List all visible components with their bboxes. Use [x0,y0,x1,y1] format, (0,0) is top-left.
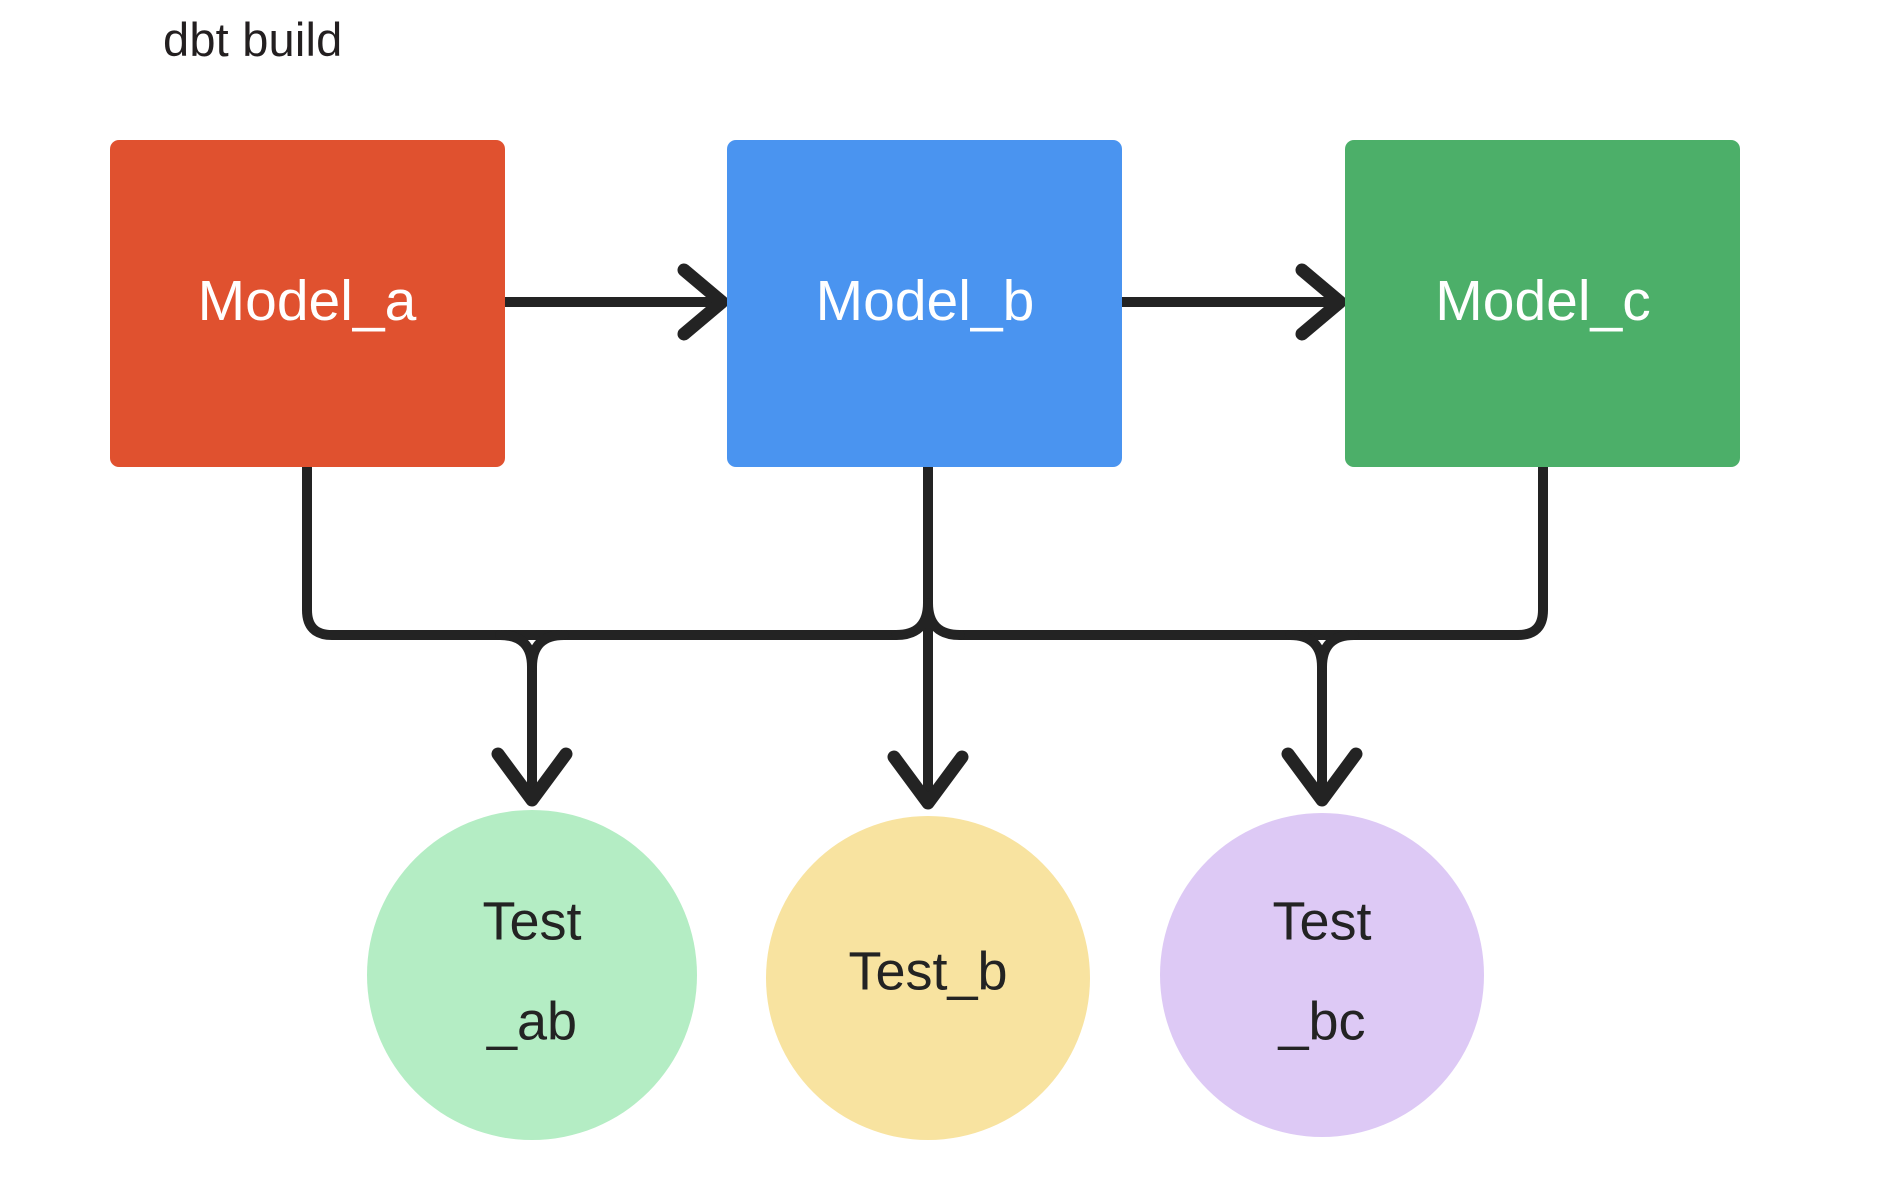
model-node-model-a[interactable]: Model_a [110,140,505,467]
edge-bus-to-test-bc [1281,630,1363,807]
test-node-test-bc[interactable]: Test _bc [1160,813,1484,1137]
edge-model-a-to-bus [302,462,505,640]
model-b-label: Model_b [816,269,1035,333]
test-node-test-b[interactable]: Test_b [766,816,1090,1140]
model-node-model-c[interactable]: Model_c [1345,140,1740,467]
diagram-title: dbt build [163,13,343,66]
edge-model-c-to-bus [1349,462,1548,640]
test-bc-label-line-2: _bc [1277,991,1365,1051]
model-node-model-b[interactable]: Model_b [727,140,1122,467]
test-bc-shape[interactable] [1160,813,1484,1137]
model-c-label: Model_c [1435,269,1650,333]
test-ab-label-line-2: _ab [486,991,577,1051]
edge-model-a-to-model-b [500,263,729,341]
edge-model-b-to-model-c [1117,263,1347,341]
edge-model-b-to-test-b [887,462,969,810]
edge-bus-to-test-ab [491,630,573,807]
model-a-shape[interactable] [110,140,505,467]
test-node-test-ab[interactable]: Test _ab [367,810,697,1140]
model-a-label: Model_a [198,269,417,333]
test-ab-shape[interactable] [367,810,697,1140]
model-b-shape[interactable] [727,140,1122,467]
test-bc-label-line-1: Test [1272,891,1371,951]
test-ab-label-line-1: Test [482,891,581,951]
test-b-shape[interactable] [766,816,1090,1140]
edge-layer [302,263,1548,810]
test-b-label-line-1: Test_b [848,941,1007,1001]
model-c-shape[interactable] [1345,140,1740,467]
